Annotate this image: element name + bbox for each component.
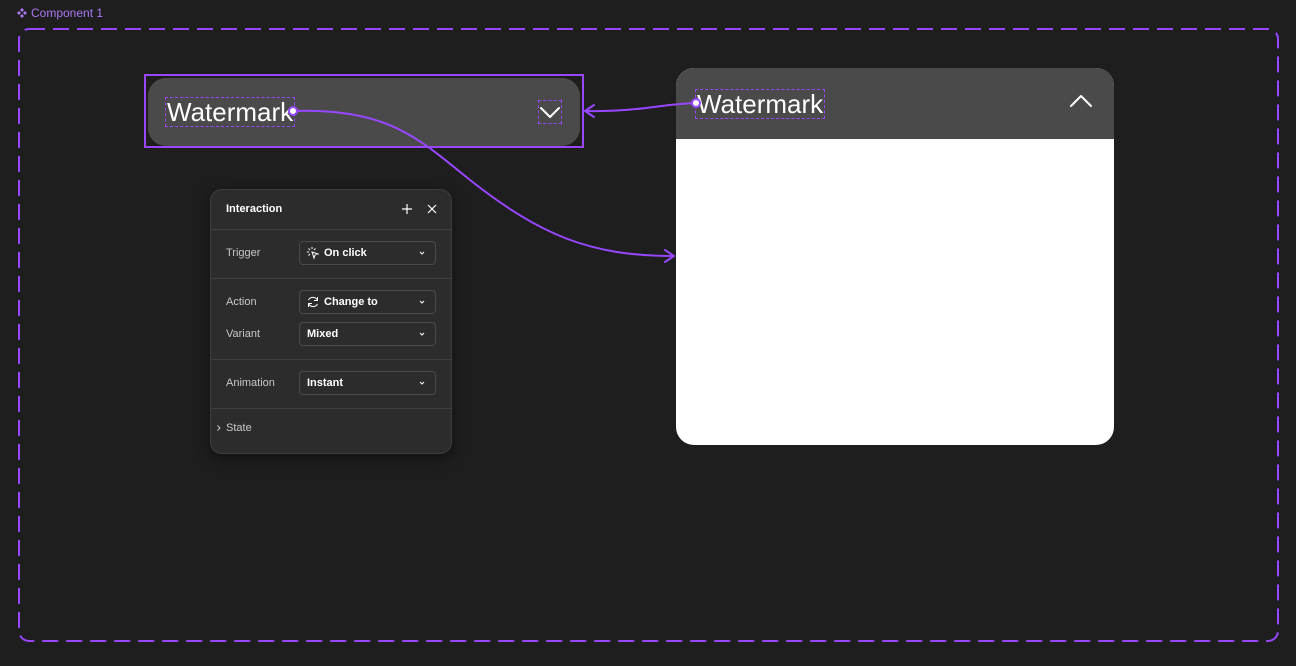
chevron-down-icon (419, 300, 425, 304)
action-value: Change to (324, 296, 378, 308)
click-icon (307, 247, 320, 260)
chevron-up-icon[interactable] (1069, 93, 1093, 109)
variant-label: Variant (226, 328, 261, 340)
expanded-header (676, 68, 1114, 139)
component-set-frame[interactable] (18, 28, 1279, 642)
variant-value: Mixed (307, 328, 339, 340)
close-icon[interactable] (425, 202, 439, 216)
interaction-panel: Interaction Trigger On click Action (210, 189, 452, 454)
trigger-dropdown[interactable]: On click (299, 241, 436, 265)
component-name: Component 1 (31, 6, 104, 20)
plus-icon[interactable] (400, 202, 414, 216)
chevron-down-icon (419, 332, 425, 336)
collapsed-chevron-button[interactable] (538, 100, 562, 124)
state-label: State (226, 422, 252, 434)
refresh-icon (308, 296, 318, 308)
panel-title: Interaction (226, 203, 283, 215)
expanded-title[interactable]: Watermark (695, 89, 826, 119)
action-dropdown[interactable]: Change to (299, 290, 436, 314)
trigger-value: On click (324, 247, 367, 259)
variant-dropdown[interactable]: Mixed (299, 322, 436, 346)
action-label: Action (226, 296, 257, 308)
animation-dropdown[interactable]: Instant (299, 371, 436, 395)
trigger-label: Trigger (226, 247, 261, 259)
component-icon (17, 8, 27, 18)
variant-expanded[interactable] (676, 68, 1114, 445)
chevron-right-icon (217, 425, 221, 431)
chevron-down-icon (419, 251, 425, 255)
state-section-toggle[interactable]: State (216, 422, 252, 434)
chevron-down-icon (540, 107, 560, 118)
collapsed-title[interactable]: Watermark (165, 97, 296, 127)
animation-label: Animation (226, 377, 275, 389)
component-label[interactable]: Component 1 (17, 6, 103, 20)
animation-value: Instant (307, 377, 344, 389)
chevron-down-icon (419, 381, 425, 385)
